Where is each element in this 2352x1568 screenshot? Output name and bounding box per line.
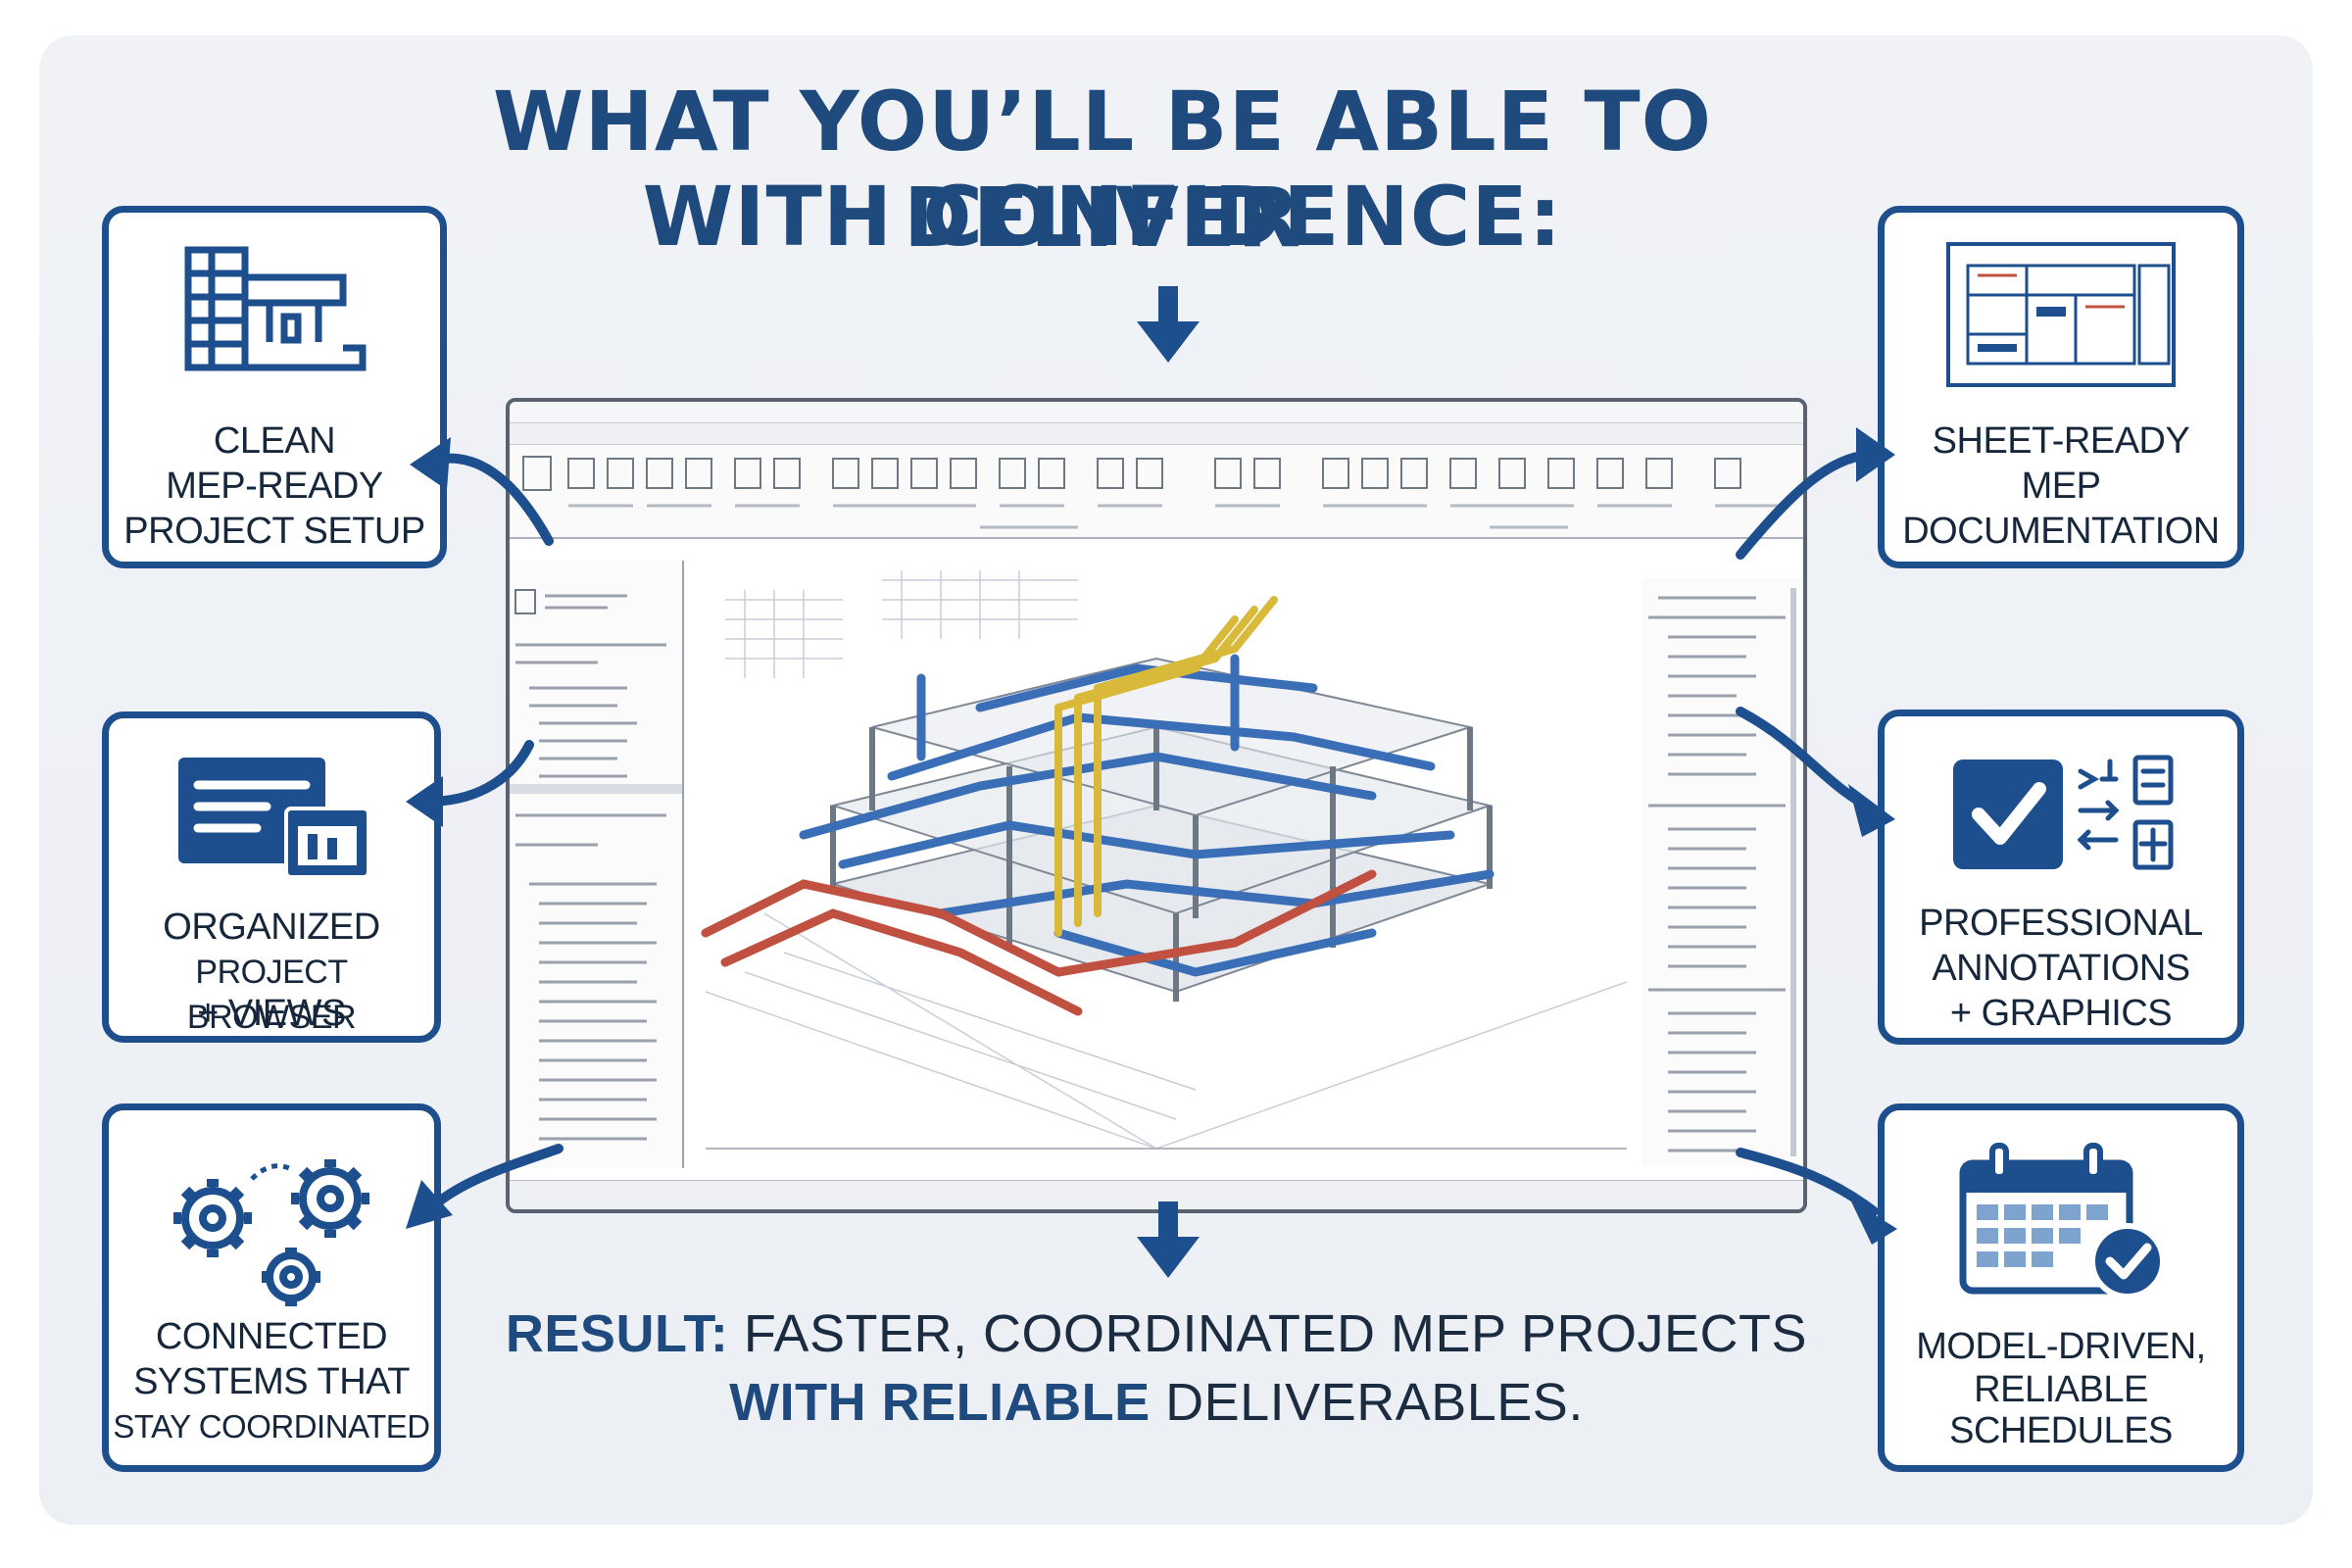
arrowhead-left-icon — [406, 1180, 453, 1229]
arrowhead-left-icon — [406, 776, 443, 827]
status-bar — [510, 1180, 1803, 1209]
3d-model-viewport — [686, 561, 1642, 1166]
card-line-2: RELIABLE — [1974, 1369, 2148, 1410]
card-line-1: PROFESSIONAL — [1919, 903, 2203, 944]
calendar-check-icon — [1959, 1143, 2166, 1299]
result-line-2: WITH RELIABLE DELIVERABLES. — [470, 1372, 1842, 1433]
card-line-3: + VIEWS — [197, 993, 346, 1034]
card-sheet-ready: SHEET-READY MEP DOCUMENTATION — [1878, 206, 2244, 568]
arrow-to-schedules — [1736, 1148, 1879, 1216]
properties-browser-pane — [510, 561, 684, 1168]
result-emphasis: WITH RELIABLE — [729, 1373, 1151, 1432]
headline-line-1: WHAT YOU’LL BE ABLE TO DELIVER — [492, 74, 1713, 266]
card-reliable-schedules: MODEL-DRIVEN, RELIABLE SCHEDULES — [1878, 1103, 2244, 1472]
arrowhead-right-icon — [1856, 427, 1895, 482]
card-line-3: SCHEDULES — [1949, 1410, 2173, 1451]
pane-list-lines — [510, 589, 682, 1141]
card-line-2: ANNOTATIONS — [1932, 948, 2190, 989]
arrow-to-sheet — [1736, 450, 1879, 560]
ribbon-toolbar — [510, 445, 1803, 539]
card-organized-browser: ORGANIZED PROJECT BROWSER + VIEWS — [102, 711, 441, 1043]
down-arrow-icon — [1137, 1201, 1200, 1278]
card-line-3: PROJECT SETUP — [123, 511, 425, 552]
card-connected-systems: CONNECTED SYSTEMS THAT STAY COORDINATED — [102, 1103, 441, 1472]
software-screenshot — [506, 398, 1807, 1213]
project-browser-pane — [1637, 578, 1803, 1166]
result-prefix: RESULT: — [505, 1304, 729, 1363]
browser-windows-icon — [178, 758, 370, 879]
browser-tree-lines — [1648, 588, 1796, 1156]
drawing-sheet-icon — [1946, 242, 2176, 387]
building-setup-icon — [184, 246, 367, 371]
result-line-1-text: FASTER, COORDINATED MEP PROJECTS — [728, 1304, 1808, 1363]
card-line-1: CLEAN — [213, 420, 336, 462]
result-line-2-text: DELIVERABLES. — [1150, 1373, 1584, 1432]
arrow-to-setup — [426, 453, 554, 546]
card-line-1: MODEL-DRIVEN, — [1916, 1326, 2206, 1367]
card-line-2: SYSTEMS THAT — [133, 1361, 410, 1402]
gears-icon — [173, 1159, 369, 1306]
arrow-to-systems — [422, 1144, 564, 1216]
card-line-3: DOCUMENTATION — [1902, 511, 2220, 552]
card-line-3: STAY COORDINATED — [113, 1408, 430, 1445]
card-line-2: MEP — [2021, 466, 2101, 507]
card-line-1: SHEET-READY — [1932, 420, 2190, 462]
card-clean-setup: CLEAN MEP-READY PROJECT SETUP — [102, 206, 447, 568]
card-professional-annotations: PROFESSIONAL ANNOTATIONS + GRAPHICS — [1878, 710, 2244, 1045]
arrowhead-right-icon — [1850, 1200, 1897, 1245]
headline-line-2: WITH CONFIDENCE: — [642, 169, 1563, 265]
card-line-3: + GRAPHICS — [1949, 993, 2173, 1034]
arrowhead-left-icon — [410, 437, 451, 490]
arrowhead-right-icon — [1848, 784, 1895, 837]
card-line-1: CONNECTED — [155, 1316, 388, 1357]
mep-building-model-image — [701, 570, 1628, 1150]
card-line-2: PROJECT BROWSER — [186, 954, 357, 1036]
result-line-1: RESULT: FASTER, COORDINATED MEP PROJECTS — [470, 1303, 1842, 1364]
down-arrow-icon — [1137, 286, 1200, 363]
ribbon-tabs — [510, 423, 1803, 445]
checkbox-annotations-icon — [1953, 755, 2174, 870]
ribbon-tool-icons — [522, 456, 1780, 529]
card-line-2: MEP-READY — [166, 466, 383, 507]
card-line-1: ORGANIZED — [163, 906, 380, 948]
title-bar — [510, 402, 1803, 423]
